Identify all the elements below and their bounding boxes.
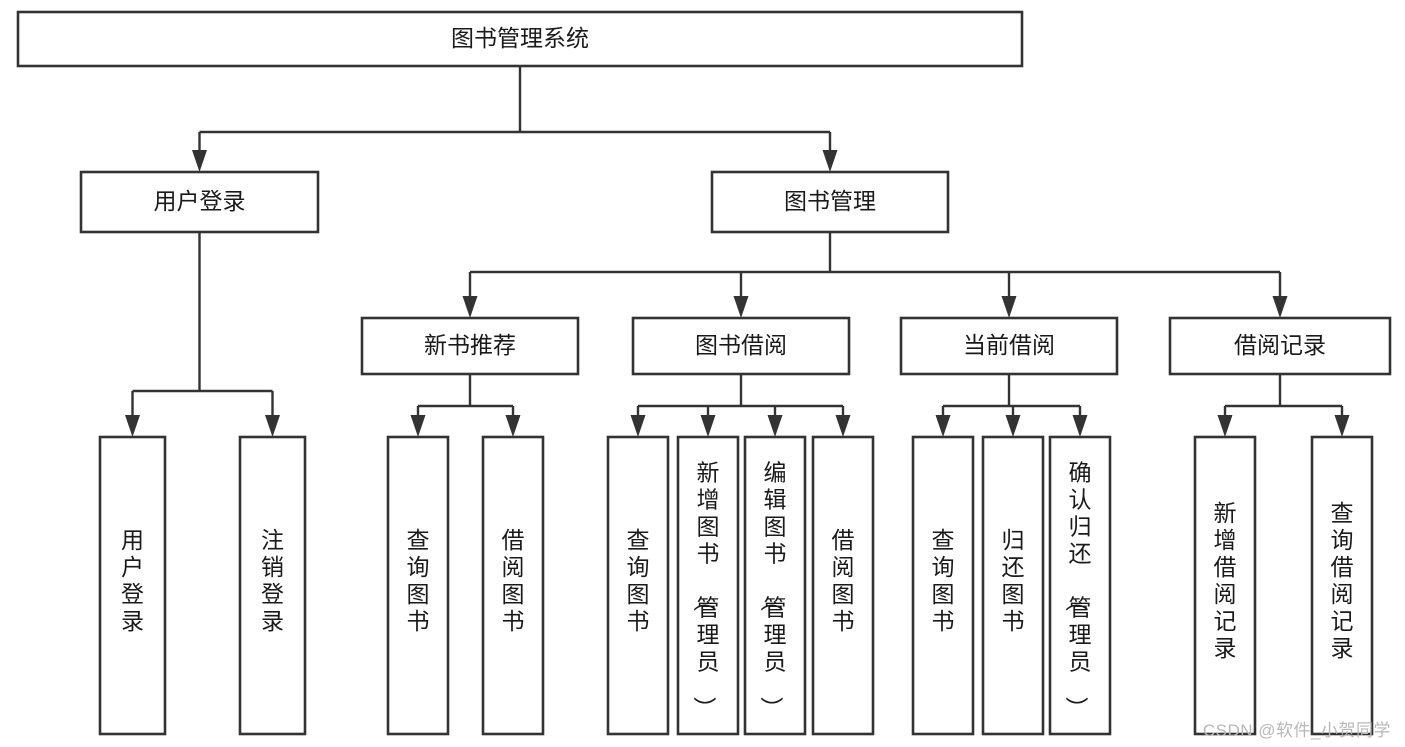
node-label: 新增图书（管理员） — [692, 460, 720, 720]
node-box — [481, 435, 545, 736]
node-leaf-edit-book[interactable]: 编辑图书（管理员） — [743, 435, 807, 736]
node-layer: 图书管理系统用户登录图书管理新书推荐图书借阅当前借阅借阅记录用户登录注销登录查询… — [16, 10, 1392, 736]
arrow-head-icon — [767, 415, 783, 437]
node-bookmgmt[interactable]: 图书管理 — [710, 170, 950, 234]
node-label: 确认归还（管理员） — [1064, 460, 1092, 720]
node-box — [1048, 435, 1112, 736]
node-login[interactable]: 用户登录 — [79, 170, 320, 234]
node-label: 借阅图书 — [502, 527, 525, 634]
node-box — [98, 435, 167, 736]
node-label: 归还图书 — [1002, 527, 1025, 634]
arrow-head-icon — [935, 415, 951, 437]
arrow-head-icon — [1217, 415, 1233, 437]
node-label: 图书借阅 — [695, 332, 787, 358]
node-label: 当前借阅 — [963, 332, 1055, 358]
node-box — [676, 435, 740, 736]
node-leaf-query-book-1[interactable]: 查询图书 — [386, 435, 450, 736]
node-box — [1168, 316, 1392, 376]
node-box — [79, 170, 320, 234]
node-label: 用户登录 — [154, 188, 246, 214]
node-leaf-user-login[interactable]: 用户登录 — [98, 435, 167, 736]
arrow-head-icon — [700, 415, 716, 437]
node-label: 图书管理系统 — [451, 25, 589, 51]
node-root[interactable]: 图书管理系统 — [16, 10, 1024, 68]
arrow-head-icon — [1272, 296, 1288, 318]
arrow-head-icon — [630, 415, 646, 437]
node-label: 查询图书 — [407, 527, 430, 634]
node-box — [16, 10, 1024, 68]
node-label: 借阅记录 — [1234, 332, 1326, 358]
arrow-head-icon — [125, 415, 140, 437]
node-label: 用户登录 — [121, 527, 144, 634]
node-current[interactable]: 当前借阅 — [899, 316, 1119, 376]
arrow-head-icon — [1072, 415, 1088, 437]
node-box — [743, 435, 807, 736]
node-label: 图书管理 — [784, 188, 876, 214]
node-leaf-add-record[interactable]: 新增借阅记录 — [1193, 435, 1257, 736]
arrow-head-icon — [822, 150, 838, 172]
node-label: 新书推荐 — [424, 332, 516, 358]
node-box — [1310, 435, 1374, 736]
arrow-head-icon — [192, 150, 207, 172]
arrow-head-icon — [1001, 296, 1017, 318]
node-leaf-confirm-return[interactable]: 确认归还（管理员） — [1048, 435, 1112, 736]
node-label: 查询借阅记录 — [1331, 500, 1354, 661]
arrow-head-icon — [1334, 415, 1350, 437]
node-label: 注销登录 — [261, 527, 284, 634]
node-leaf-add-book[interactable]: 新增图书（管理员） — [676, 435, 740, 736]
node-box — [631, 316, 851, 376]
node-box — [1193, 435, 1257, 736]
node-box — [911, 435, 975, 736]
arrow-head-icon — [835, 415, 851, 437]
node-box — [360, 316, 580, 376]
node-leaf-logout[interactable]: 注销登录 — [238, 435, 307, 736]
node-label: 查询图书 — [932, 527, 955, 634]
arrow-head-icon — [265, 415, 280, 437]
node-leaf-borrow-book-2[interactable]: 借阅图书 — [811, 435, 875, 736]
node-label: 借阅图书 — [832, 527, 855, 634]
node-label: 编辑图书（管理员） — [759, 460, 787, 720]
node-newbook[interactable]: 新书推荐 — [360, 316, 580, 376]
node-box — [899, 316, 1119, 376]
arrow-head-icon — [1005, 415, 1021, 437]
node-leaf-borrow-book-1[interactable]: 借阅图书 — [481, 435, 545, 736]
node-box — [811, 435, 875, 736]
node-box — [981, 435, 1045, 736]
node-label: 查询图书 — [627, 527, 650, 634]
node-leaf-query-record[interactable]: 查询借阅记录 — [1310, 435, 1374, 736]
node-box — [710, 170, 950, 234]
node-leaf-return-book[interactable]: 归还图书 — [981, 435, 1045, 736]
node-box — [238, 435, 307, 736]
arrow-head-icon — [733, 296, 749, 318]
node-label: 新增借阅记录 — [1214, 500, 1237, 661]
arrow-head-icon — [410, 415, 426, 437]
node-record[interactable]: 借阅记录 — [1168, 316, 1392, 376]
node-box — [386, 435, 450, 736]
arrow-head-icon — [505, 415, 521, 437]
connector-layer — [125, 66, 1350, 437]
node-leaf-query-book-3[interactable]: 查询图书 — [911, 435, 975, 736]
node-leaf-query-book-2[interactable]: 查询图书 — [606, 435, 670, 736]
node-borrow[interactable]: 图书借阅 — [631, 316, 851, 376]
node-box — [606, 435, 670, 736]
arrow-head-icon — [462, 296, 478, 318]
